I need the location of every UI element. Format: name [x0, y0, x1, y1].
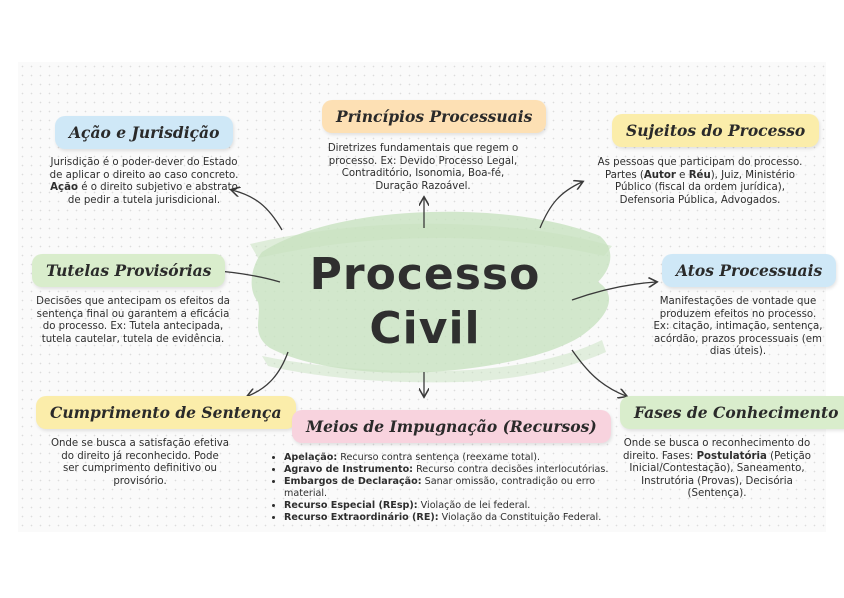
- list-item: Embargos de Declaração: Sanar omissão, c…: [284, 476, 634, 500]
- node-acao-jurisdicao-text: Jurisdição é o poder-dever do Estado de …: [49, 157, 239, 206]
- central-topic: Processo Civil: [290, 248, 560, 356]
- node-sujeitos-text: As pessoas que participam do processo. P…: [597, 157, 803, 206]
- node-atos-text: Manifestações de vontade que produzem ef…: [653, 296, 823, 357]
- node-acao-jurisdicao-title: Ação e Jurisdição: [55, 116, 234, 149]
- node-cumprimento-text: Onde se busca a satisfação efetiva do di…: [50, 438, 230, 487]
- central-topic-line1: Processo: [309, 249, 541, 300]
- node-principios-text: Diretrizes fundamentais que regem o proc…: [327, 143, 519, 192]
- brush-shape: [251, 211, 611, 373]
- list-item: Agravo de Instrumento: Recurso contra de…: [284, 464, 634, 476]
- arrow-to-sujeitos: [539, 182, 582, 229]
- node-meios-list: Apelação: Recurso contra sentença (reexa…: [268, 452, 634, 524]
- node-cumprimento-title: Cumprimento de Sentença: [36, 396, 296, 429]
- node-fases-text: Onde se busca o reconhecimento do direit…: [622, 438, 812, 499]
- arrow-to-acao: [232, 190, 283, 231]
- brush-shape-streak-lower: [262, 340, 606, 383]
- arrow-to-fases: [571, 349, 626, 396]
- list-item: Apelação: Recurso contra sentença (reexa…: [284, 452, 634, 464]
- node-tutelas-title: Tutelas Provisórias: [32, 254, 226, 287]
- node-fases-title: Fases de Conhecimento: [620, 396, 844, 429]
- node-meios-title: Meios de Impugnação (Recursos): [292, 410, 611, 443]
- list-item: Recurso Especial (REsp): Violação de lei…: [284, 500, 634, 512]
- list-item: Recurso Extraordinário (RE): Violação da…: [284, 512, 634, 524]
- brush-shape-streak: [250, 223, 612, 258]
- arrow-to-cumprimento: [248, 351, 289, 396]
- central-topic-line2: Civil: [369, 303, 481, 354]
- node-atos-title: Atos Processuais: [662, 254, 837, 287]
- arrow-to-atos: [571, 282, 656, 301]
- node-sujeitos-title: Sujeitos do Processo: [612, 114, 820, 147]
- node-tutelas-text: Decisões que antecipam os efeitos da sen…: [36, 296, 230, 345]
- node-principios-title: Princípios Processuais: [322, 100, 547, 133]
